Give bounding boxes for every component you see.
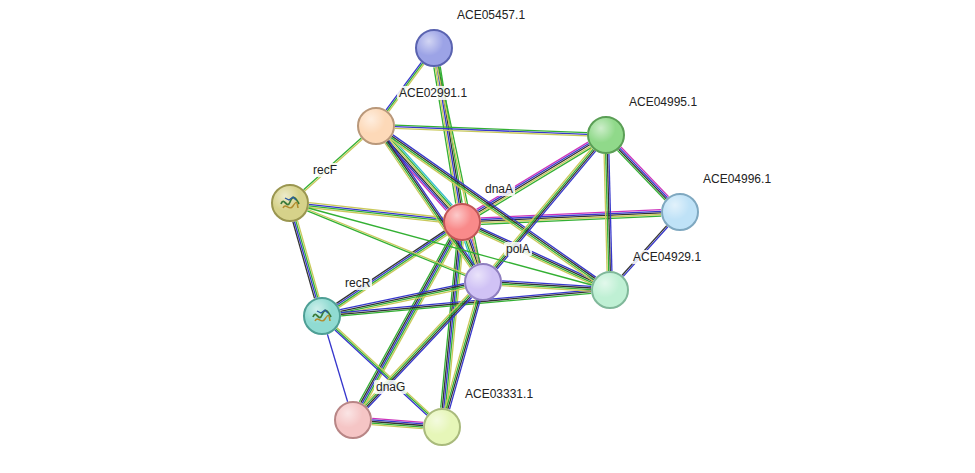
node-label: polA (504, 242, 532, 256)
evidence-line (388, 141, 449, 209)
evidence-line (395, 127, 587, 135)
interaction-edge (493, 148, 595, 269)
node-label: ACE03331.1 (463, 387, 535, 401)
interaction-edge (293, 221, 319, 299)
evidence-line (293, 222, 315, 299)
evidence-line (298, 221, 320, 298)
structure-icon (277, 190, 303, 216)
evidence-line (309, 204, 443, 219)
evidence-line (620, 148, 668, 198)
interaction-edge (359, 237, 455, 405)
protein-node: recF (271, 184, 309, 222)
node-label: recF (311, 163, 339, 177)
protein-node: dnaA (443, 203, 481, 241)
evidence-line (395, 128, 587, 136)
interaction-edge (372, 418, 424, 428)
node-label: recR (343, 276, 372, 290)
evidence-line (493, 148, 592, 266)
protein-node: ACE02991.1 (357, 107, 395, 145)
evidence-line (502, 286, 591, 292)
evidence-line (479, 146, 590, 213)
protein-node: ACE03331.1 (423, 408, 461, 446)
evidence-line (294, 222, 316, 298)
evidence-line (496, 150, 595, 268)
evidence-line (327, 334, 347, 402)
evidence-line (441, 241, 457, 408)
protein-node: ACE04929.1 (591, 271, 629, 309)
evidence-line (307, 211, 465, 276)
protein-node: ACE04996.1 (661, 193, 699, 231)
interaction-edge (617, 147, 668, 200)
interaction-edge (395, 125, 587, 136)
node-label: ACE04996.1 (701, 172, 773, 186)
evidence-line (308, 210, 466, 275)
interaction-edge (327, 334, 347, 402)
evidence-line (495, 149, 594, 267)
evidence-line (389, 140, 450, 208)
protein-node: ACE04995.1 (587, 116, 625, 154)
protein-node: ACE05457.1 (415, 29, 453, 67)
node-label: ACE05457.1 (455, 8, 527, 22)
evidence-line (619, 149, 667, 199)
protein-node: dnaG (334, 401, 372, 439)
evidence-line (497, 151, 596, 269)
node-label: ACE04929.1 (631, 250, 703, 264)
interaction-edge (304, 138, 363, 191)
structure-icon (309, 303, 335, 329)
evidence-line (617, 150, 665, 200)
protein-node: polA (464, 263, 502, 301)
interaction-edge (502, 281, 591, 291)
protein-node: recR (303, 297, 341, 335)
interaction-edge (390, 135, 596, 281)
evidence-line (393, 135, 596, 277)
evidence-line (309, 203, 443, 218)
evidence-line (305, 139, 363, 191)
evidence-line (621, 147, 669, 197)
evidence-line (604, 154, 607, 271)
interaction-edge (604, 154, 612, 271)
node-label: dnaA (483, 182, 515, 196)
evidence-line (390, 139, 593, 281)
interaction-edge (477, 142, 592, 215)
evidence-line (368, 298, 472, 408)
node-label: ACE02991.1 (397, 86, 469, 100)
evidence-line (372, 425, 423, 429)
evidence-line (480, 148, 592, 215)
evidence-line (304, 138, 362, 190)
node-label: ACE04995.1 (627, 95, 699, 109)
node-label: dnaG (374, 380, 407, 394)
interaction-edge (364, 294, 471, 408)
evidence-line (296, 221, 318, 297)
interaction-edge (307, 210, 465, 276)
